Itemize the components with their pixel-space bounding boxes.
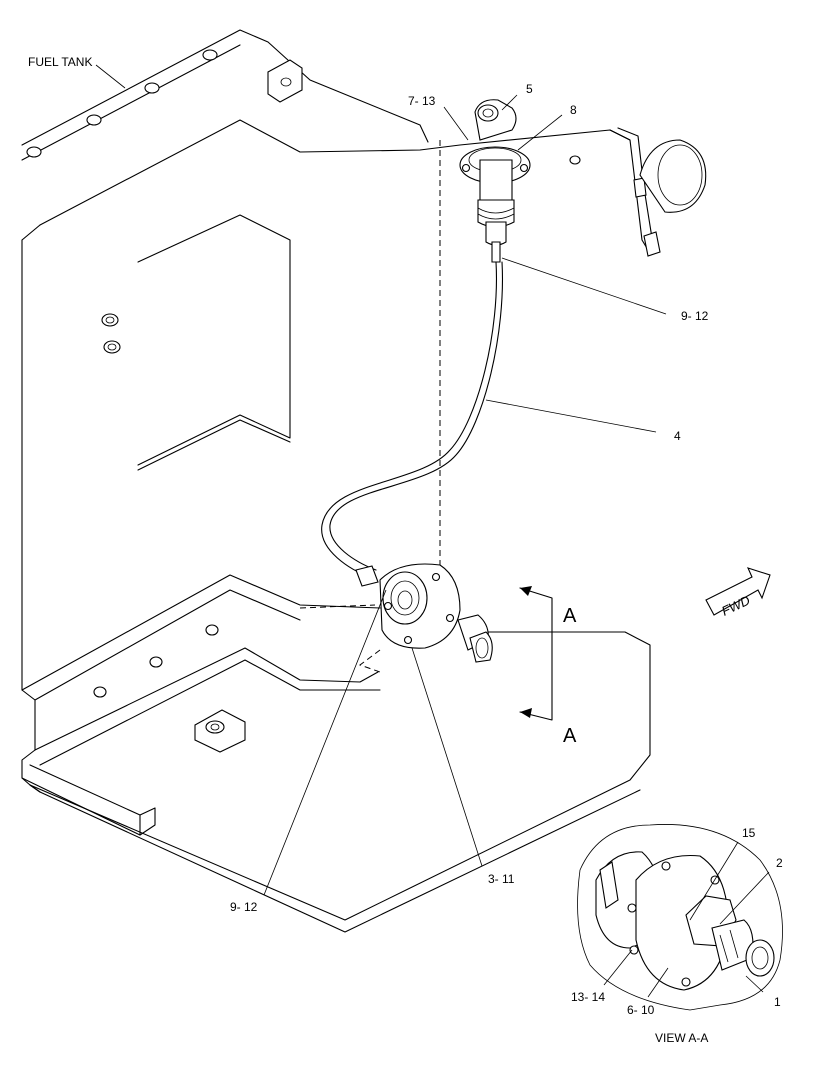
flange-bolt-icon [26,49,581,165]
top-sender-assembly [459,99,531,263]
fwd-arrow-icon: FWD [705,567,771,619]
callout-5: 5 [526,82,533,96]
hose [321,261,504,587]
callout-4: 4 [674,429,681,443]
callout-7-13: 7- 13 [408,94,436,108]
section-cut-line [487,586,626,721]
section-a-bottom-label: A [563,725,577,747]
callout-9-12-bottom: 9- 12 [230,900,258,914]
section-a-top-label: A [563,605,577,627]
drain-plug-icon [194,709,246,753]
callout-6-10: 6- 10 [627,1003,655,1017]
callout-3-11: 3- 11 [488,872,515,886]
fuel-tank-label: FUEL TANK [28,55,92,69]
lower-sender-assembly [358,563,493,673]
fuel-tank [21,29,651,933]
callout-9-12-top: 9- 12 [681,309,709,323]
callout-13-14: 13- 14 [571,990,605,1004]
wall-bolt-icon [101,313,121,354]
callout-8: 8 [570,103,577,117]
bottom-bolt-icon [93,624,219,698]
breather-elbow [609,127,707,257]
callout-15: 15 [742,826,756,840]
view-a-a-caption: VIEW A-A [655,1031,708,1045]
leader-lines [95,64,770,998]
callout-1: 1 [774,995,781,1009]
callout-2: 2 [776,856,783,870]
view-a-a-detail [577,824,783,1011]
